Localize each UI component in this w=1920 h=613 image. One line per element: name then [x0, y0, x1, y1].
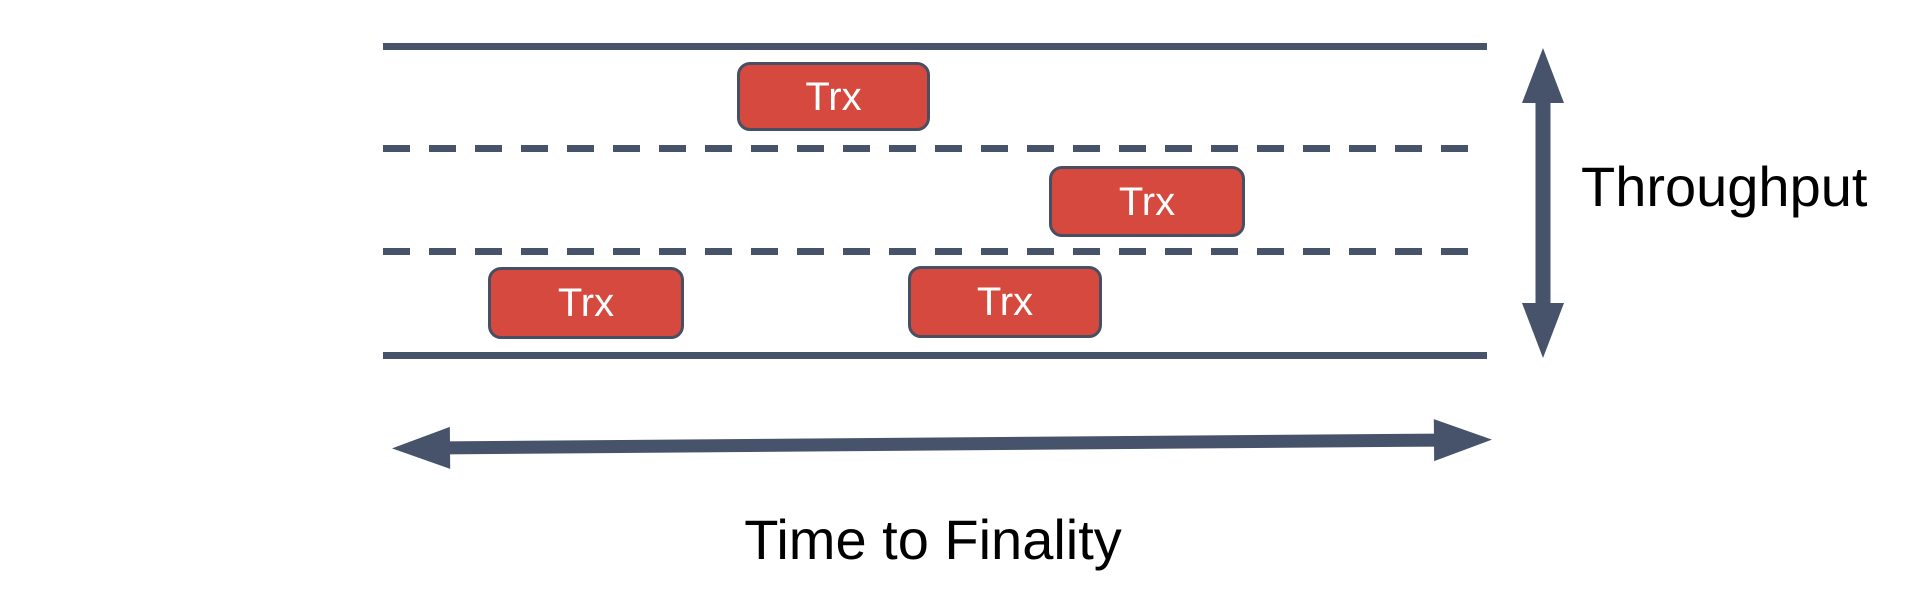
time-axis-arrowhead-left: [392, 426, 451, 469]
trx-box-bottom-lane-right: Trx: [908, 266, 1102, 338]
double-arrow-vertical-icon: [1522, 48, 1564, 358]
lane-divider-1: [383, 145, 1487, 152]
time-to-finality-axis-label: Time to Finality: [744, 508, 1122, 571]
trx-box-top-lane: Trx: [737, 62, 930, 131]
throughput-axis-label: Throughput: [1581, 155, 1868, 218]
trx-box-middle-lane: Trx: [1049, 166, 1245, 237]
throughput-arrowhead-down: [1522, 303, 1564, 358]
time-axis-arrowhead-right: [1433, 419, 1492, 462]
lane-divider-2: [383, 248, 1487, 255]
trx-label: Trx: [557, 281, 615, 325]
double-arrow-horizontal-icon: [392, 419, 1492, 469]
trx-label: Trx: [976, 280, 1034, 324]
throughput-arrowhead-up: [1522, 48, 1564, 103]
lane-boundary-top: [383, 43, 1487, 50]
trx-label: Trx: [805, 74, 862, 119]
time-axis-arrow-shaft: [445, 433, 1439, 455]
trx-box-bottom-lane-left: Trx: [488, 267, 684, 339]
lane-boundary-bottom: [383, 352, 1487, 359]
trx-label: Trx: [1118, 179, 1176, 224]
